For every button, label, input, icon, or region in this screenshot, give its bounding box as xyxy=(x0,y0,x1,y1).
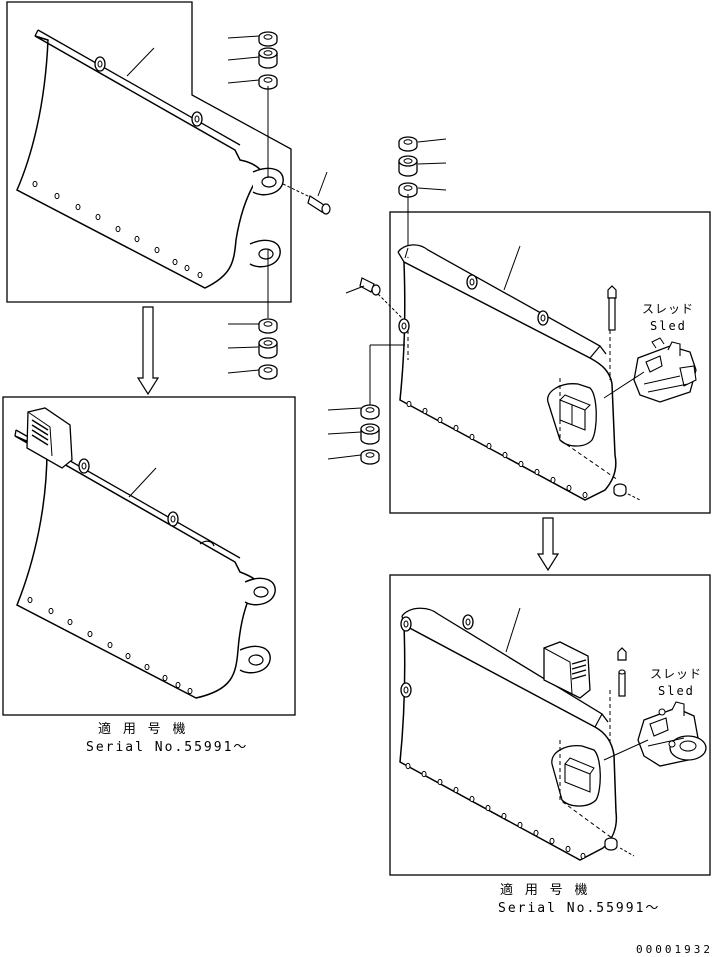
washer-icon xyxy=(360,423,380,445)
washer-icon xyxy=(258,47,278,69)
applicable-label: 適 用 号 機 xyxy=(500,883,590,898)
down-arrow-icon xyxy=(136,306,160,396)
serial-note: Serial No.55991～ xyxy=(498,901,661,916)
nut-icon xyxy=(258,318,278,334)
sled-mount xyxy=(551,745,601,807)
applicable-label: 適 用 号 機 xyxy=(98,722,188,737)
sled-label-en: Sled xyxy=(650,319,687,333)
washer-icon xyxy=(398,155,418,177)
bolt-icon xyxy=(617,647,627,697)
grease-fitting-icon xyxy=(282,171,331,215)
bolt-icon xyxy=(607,285,617,331)
panel-bottom-right: スレッド Sled xyxy=(389,574,711,876)
sled-icon xyxy=(637,701,707,767)
nut-icon xyxy=(258,31,278,47)
nut-icon xyxy=(360,449,380,465)
panel-top-right: スレッド Sled xyxy=(369,211,711,514)
sled-label-en: Sled xyxy=(658,684,695,698)
panel-bottom-left xyxy=(2,396,296,716)
sled-label-jp: スレッド xyxy=(650,667,702,681)
hardware-stack-right-side xyxy=(327,404,380,465)
serial-note: Serial No.55991～ xyxy=(86,740,249,755)
grease-fitting-icon xyxy=(345,277,403,319)
nut-icon xyxy=(360,404,380,420)
sled-icon xyxy=(633,337,697,403)
light-guard-icon xyxy=(26,407,73,469)
nut-icon xyxy=(604,837,635,857)
figure-id: 00001932 xyxy=(636,943,713,956)
down-arrow-icon xyxy=(536,517,560,572)
nut-icon xyxy=(258,364,278,380)
washer-icon xyxy=(258,337,278,359)
sled-label-jp: スレッド xyxy=(642,302,694,316)
light-guard-icon xyxy=(543,641,591,699)
hardware-stack-right-top xyxy=(398,136,447,258)
nut-icon xyxy=(613,483,641,501)
nut-icon xyxy=(398,136,418,152)
panel-top-left xyxy=(6,1,331,318)
hardware-stack-left xyxy=(227,318,278,380)
